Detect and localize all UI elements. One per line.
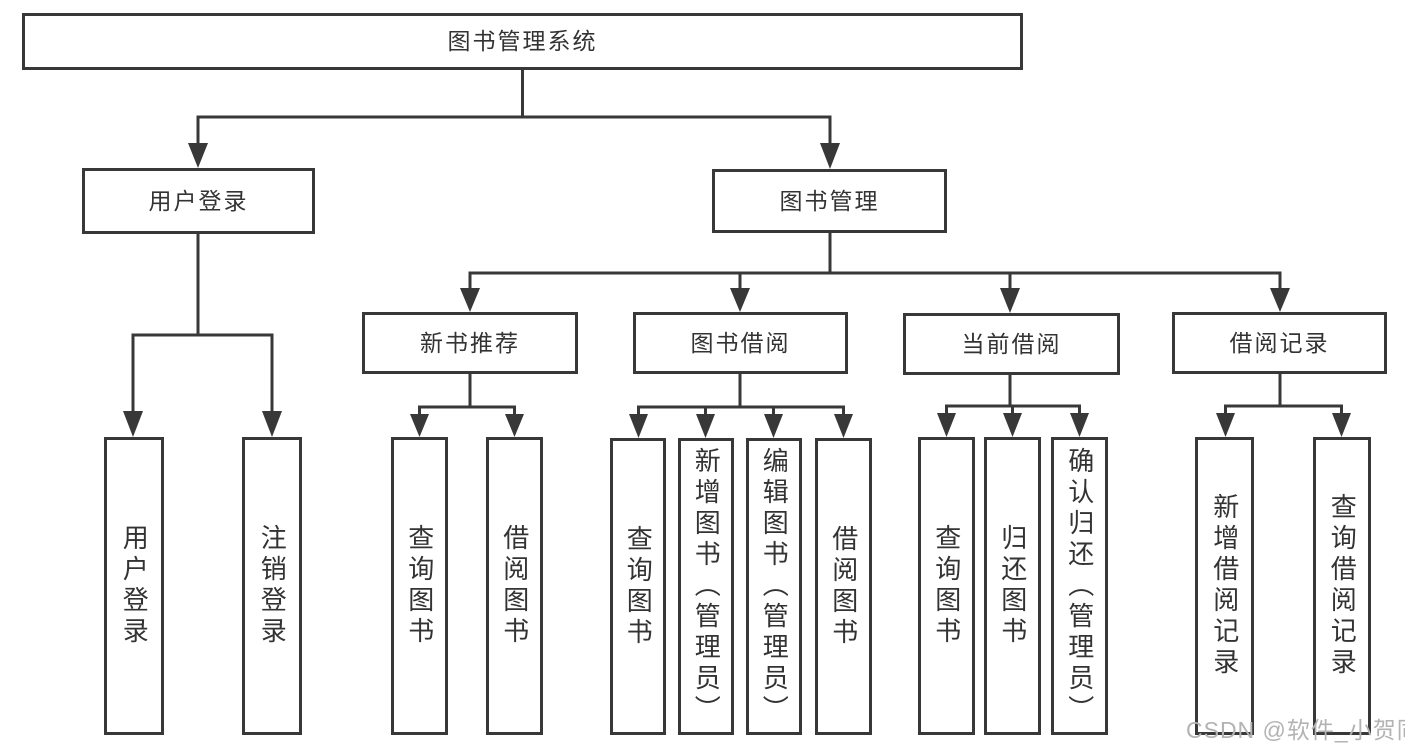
- node-book-borrowing: 图书借阅: [633, 312, 848, 374]
- connector-root: [188, 69, 840, 169]
- connector-book-borrowing: [629, 374, 853, 438]
- leaf-newbooks-borrow-books: 借阅图书: [486, 437, 543, 735]
- leaf-user-login: 用户登录: [104, 437, 164, 735]
- node-current-borrowing: 当前借阅: [903, 313, 1120, 375]
- leaf-current-return-books: 归还图书: [984, 437, 1041, 735]
- leaf-borrow-edit-book-admin: 编辑图书（管理员）: [746, 438, 802, 735]
- leaf-newbooks-query-books: 查询图书: [391, 437, 448, 735]
- leaf-borrow-borrow-books: 借阅图书: [815, 438, 872, 735]
- node-book-management: 图书管理: [712, 169, 947, 233]
- connector-book-management: [460, 233, 1290, 313]
- connector-new-book-recommendation: [410, 374, 524, 437]
- connector-current-borrowing: [937, 375, 1089, 437]
- node-borrowing-records: 借阅记录: [1172, 312, 1387, 374]
- leaf-logout: 注销登录: [242, 437, 302, 735]
- leaf-current-query-books: 查询图书: [918, 437, 975, 735]
- connector-borrowing-records: [1216, 374, 1351, 437]
- leaf-borrow-add-book-admin: 新增图书（管理员）: [678, 438, 734, 735]
- node-new-book-recommendation: 新书推荐: [362, 312, 578, 374]
- node-user-login: 用户登录: [82, 168, 315, 234]
- csdn-watermark: CSDN @软件_小贺同学: [1186, 717, 1405, 743]
- node-system-root: 图书管理系统: [22, 13, 1023, 70]
- leaf-records-add-record: 新增借阅记录: [1195, 437, 1254, 735]
- leaf-current-confirm-return-admin: 确认归还（管理员）: [1051, 437, 1108, 735]
- leaf-borrow-query-books: 查询图书: [610, 438, 666, 735]
- leaf-records-query-record: 查询借阅记录: [1313, 437, 1371, 735]
- connector-user-login: [123, 234, 282, 437]
